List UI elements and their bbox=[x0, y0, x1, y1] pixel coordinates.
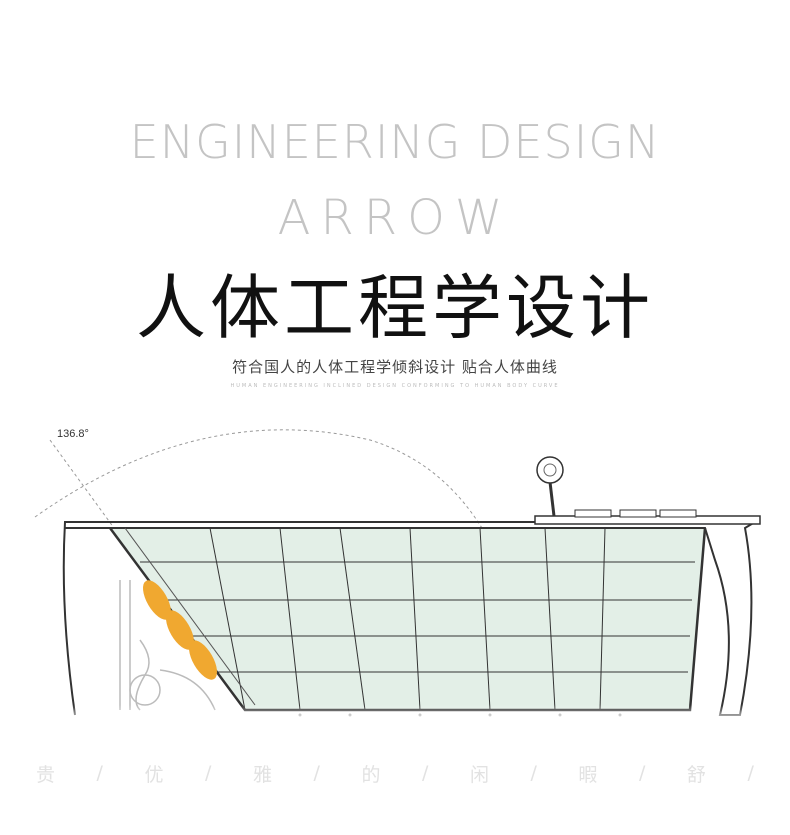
english-title-line-1: ENGINEERING DESIGN bbox=[129, 115, 661, 169]
english-title-line-2: ARROW bbox=[277, 190, 513, 246]
tagline-char: 暇 bbox=[578, 763, 598, 786]
tagline-separator: / bbox=[638, 762, 646, 784]
control-button bbox=[619, 509, 657, 518]
tagline-separator: / bbox=[422, 762, 429, 784]
tub-outline bbox=[62, 521, 759, 716]
tub-inner-slope-2 bbox=[124, 527, 256, 706]
tagline-separator: / bbox=[530, 762, 537, 784]
tagline: 贵 / 优 / 雅 / 的 / 闲 / 暇 / 舒 / bbox=[0, 758, 790, 788]
tagline-char: 雅 bbox=[252, 763, 272, 786]
tagline-separator: / bbox=[313, 762, 320, 784]
pillow bbox=[166, 610, 194, 650]
english-subtitle: HUMAN ENGINEERING INCLINED DESIGN CONFOR… bbox=[230, 383, 560, 389]
water-area bbox=[110, 528, 705, 710]
chinese-subtitle: 符合国人的人体工程学倾斜设计 贴合人体曲线 bbox=[232, 358, 558, 376]
control-button bbox=[574, 509, 612, 518]
tagline-char: 优 bbox=[144, 763, 164, 786]
showerhead-icon bbox=[536, 456, 564, 517]
pillow bbox=[143, 580, 171, 620]
bathtub-illustration: 136.8° bbox=[0, 428, 790, 725]
tagline-separator: / bbox=[96, 762, 103, 784]
angle-line bbox=[49, 439, 131, 551]
tub-grid bbox=[140, 527, 695, 711]
tagline-char: 闲 bbox=[469, 763, 489, 786]
control-button bbox=[659, 509, 697, 518]
tagline-separator: / bbox=[205, 762, 212, 784]
tagline-char: 贵 bbox=[36, 763, 56, 786]
pillow bbox=[189, 640, 217, 680]
tagline-char: 的 bbox=[361, 763, 381, 786]
chinese-title: 人体工程学设计 bbox=[136, 267, 654, 349]
tagline-char: 舒 bbox=[686, 763, 706, 786]
tagline-separator: / bbox=[747, 762, 754, 784]
angle-label: 136.8° bbox=[57, 428, 89, 440]
